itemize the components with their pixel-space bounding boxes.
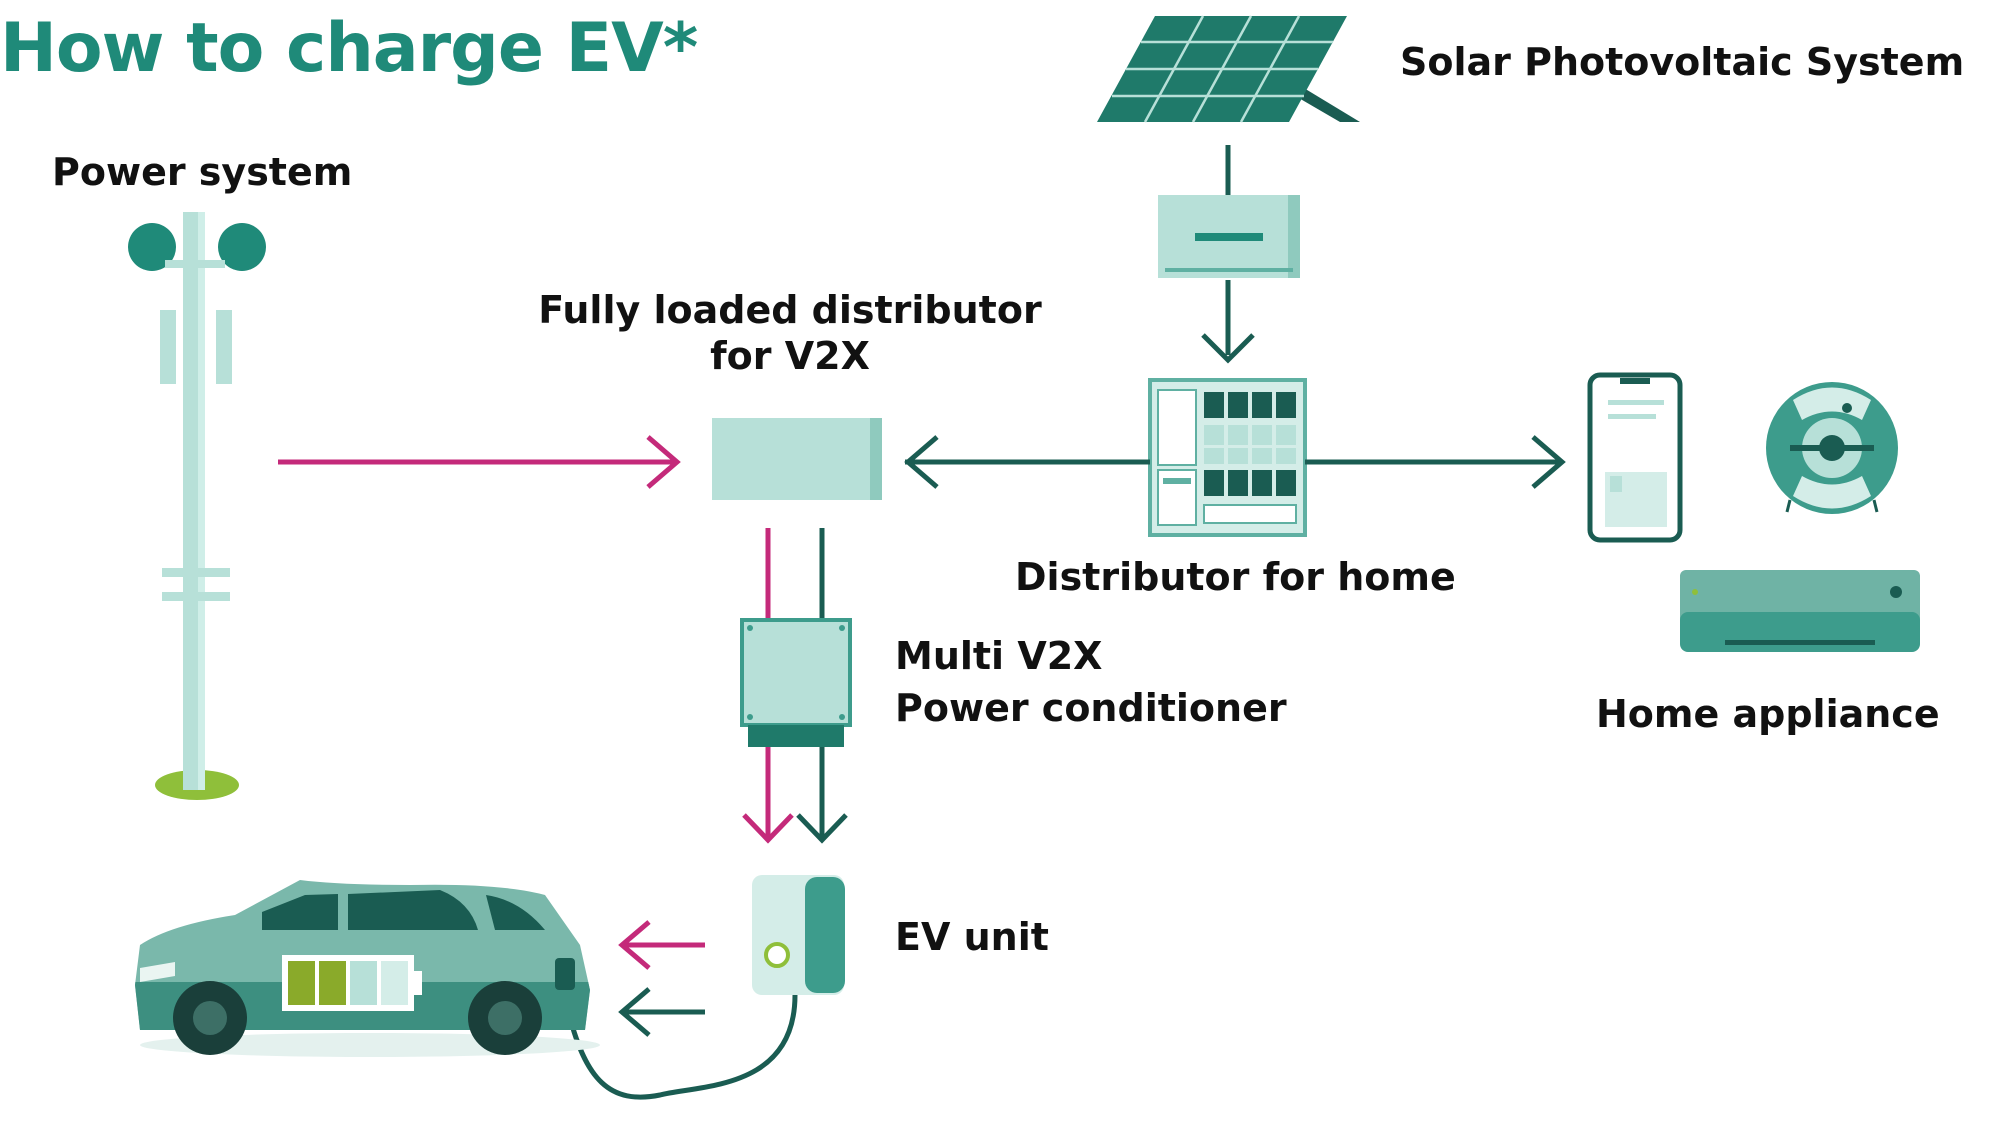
ev-charger-icon	[752, 875, 845, 995]
electric-car-icon	[135, 880, 600, 1057]
utility-pole-icon	[128, 212, 266, 800]
home-distributor-icon	[1148, 378, 1307, 537]
arrowhead-right-magenta-icon	[646, 435, 681, 489]
v2x-distributor-label-line1: Fully loaded distributor	[538, 288, 1042, 332]
arrowhead-down-magenta-icon	[742, 813, 794, 844]
solar-system-label: Solar Photovoltaic System	[1400, 40, 1965, 84]
arrowhead-down-icon	[1201, 333, 1255, 364]
arrowhead-left-dark-icon	[618, 987, 651, 1037]
arrowhead-down-dark-icon	[796, 813, 848, 844]
solar-panel-icon	[1097, 15, 1360, 123]
smartphone-icon	[1587, 372, 1683, 543]
home-appliance-label: Home appliance	[1596, 692, 1940, 736]
page-title: How to charge EV*	[0, 9, 698, 88]
home-distributor-label: Distributor for home	[1015, 555, 1456, 599]
inverter-icon	[1158, 195, 1300, 278]
arrowhead-right-icon	[1531, 435, 1566, 489]
v2x-distributor-icon	[712, 418, 882, 500]
air-conditioner-icon	[1680, 570, 1920, 652]
arrowhead-left-icon	[904, 435, 939, 489]
power-conditioner-label-line1: Multi V2X	[895, 634, 1103, 678]
power-conditioner-icon	[740, 618, 852, 747]
arrowhead-left-magenta-icon	[618, 920, 651, 970]
power-system-label: Power system	[52, 150, 353, 194]
v2x-distributor-label: Fully loaded distributor for V2X	[530, 288, 1050, 379]
v2x-distributor-label-line2: for V2X	[710, 333, 870, 378]
power-conditioner-label-line2: Power conditioner	[895, 685, 1287, 730]
robot-vacuum-icon	[1766, 382, 1898, 514]
power-conditioner-label: Multi V2X Power conditioner	[895, 634, 1287, 737]
ev-unit-label: EV unit	[895, 915, 1049, 959]
charging-cable	[565, 994, 798, 1100]
